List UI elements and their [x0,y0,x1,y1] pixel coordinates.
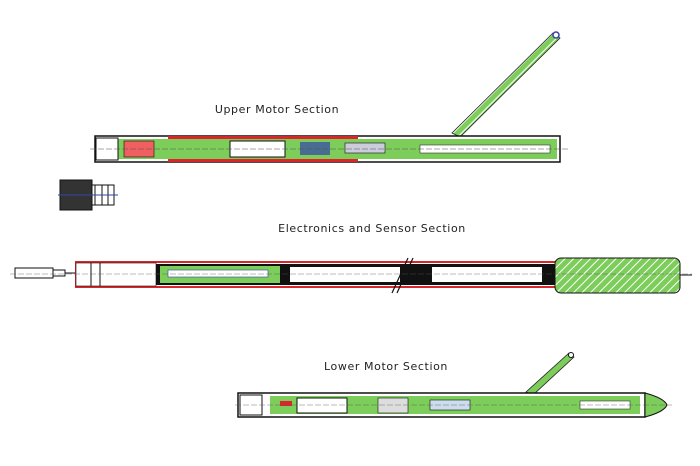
lower-motor-section-label: Lower Motor Section [324,360,448,373]
lower-arm [525,352,575,396]
electronics-section-label: Electronics and Sensor Section [278,222,466,235]
lower-motor-section-drawing [235,352,672,418]
upper-motor-section-label: Upper Motor Section [214,103,340,116]
upper-motor-section-drawing [90,31,568,163]
upper-arm [451,31,561,138]
connector-part [58,179,118,211]
electronics-section-drawing [10,257,692,294]
